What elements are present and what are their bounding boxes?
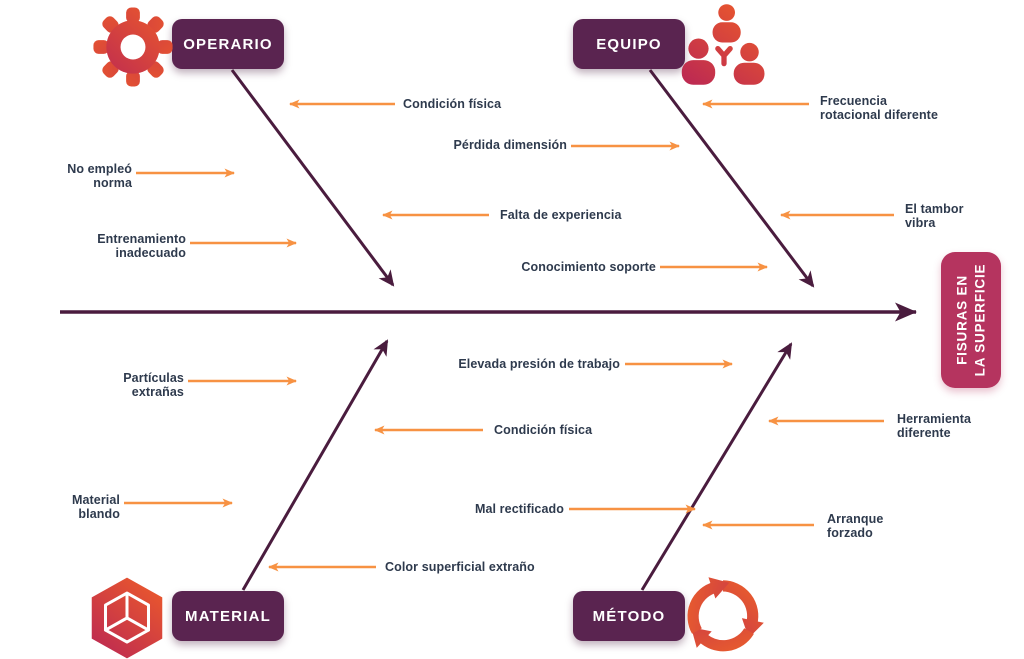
category-label: EQUIPO — [596, 35, 662, 53]
operario-branch-line — [230, 69, 395, 287]
equipo-branch-line — [648, 69, 815, 288]
cause-label: Conocimiento soporte — [521, 260, 656, 274]
metodo-branch-line — [640, 342, 793, 591]
category-operario: OPERARIO — [172, 19, 284, 69]
cube-icon — [84, 575, 170, 659]
cause-label: Pérdida dimensión — [453, 138, 567, 152]
cause-label: Color superficial extraño — [385, 560, 535, 574]
cause-label: Condición física — [403, 97, 502, 111]
cause-label: Material blando — [71, 493, 120, 522]
cause-label: Mal rectificado — [474, 502, 564, 516]
cause-label: Elevada presión de trabajo — [458, 357, 620, 371]
cause-label: Arranque forzado — [827, 512, 884, 541]
cause-label: Entrenamiento inadecuado — [97, 232, 186, 261]
cause-label: Partículas extrañas — [123, 371, 184, 400]
material-branch-line — [241, 339, 389, 591]
cause-label: El tambor vibra — [905, 202, 964, 231]
cause-label: No empleó norma — [67, 162, 132, 191]
cause-label: Frecuencia rotacional diferente — [820, 94, 938, 123]
cycle-icon — [680, 573, 766, 659]
category-label: MÉTODO — [592, 607, 666, 625]
team-icon — [680, 2, 768, 95]
effect-box: FISURAS EN LA SUPERFICIE — [941, 252, 1001, 388]
category-material: MATERIAL — [172, 591, 284, 641]
cause-label: Falta de experiencia — [500, 208, 622, 222]
category-metodo: MÉTODO — [573, 591, 685, 641]
category-equipo: EQUIPO — [573, 19, 685, 69]
category-label: MATERIAL — [185, 607, 271, 625]
cause-label: Condición física — [494, 423, 593, 437]
effect-label: FISURAS EN LA SUPERFICIE — [954, 263, 987, 377]
gear-icon — [90, 4, 176, 95]
cause-label: Herramienta diferente — [897, 412, 972, 441]
category-label: OPERARIO — [183, 35, 273, 53]
